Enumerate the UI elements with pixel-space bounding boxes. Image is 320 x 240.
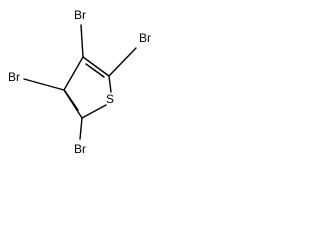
atom-br-top-right: Br	[139, 31, 151, 45]
bond-c4-c3	[63, 56, 84, 91]
bond-c3-br-top	[80, 24, 84, 58]
atom-br-top: Br	[74, 8, 86, 22]
bond-s-c5	[81, 104, 107, 119]
atom-sulfur: S	[106, 92, 114, 106]
bond-c4-br-left	[23, 78, 65, 91]
tetrabromothiophene-structure: Br Br Br S Br	[8, 8, 151, 156]
atom-br-bottom: Br	[74, 142, 86, 156]
bond-c5-c4-double	[64, 90, 79, 111]
bond-c3-c2-double	[85, 63, 105, 78]
bond-c2-br-top-right	[108, 47, 137, 77]
bond-c3-c2	[82, 56, 110, 77]
atom-br-left: Br	[8, 70, 20, 84]
bond-c5-br-bottom	[79, 117, 83, 140]
bond-c2-s	[108, 75, 112, 93]
